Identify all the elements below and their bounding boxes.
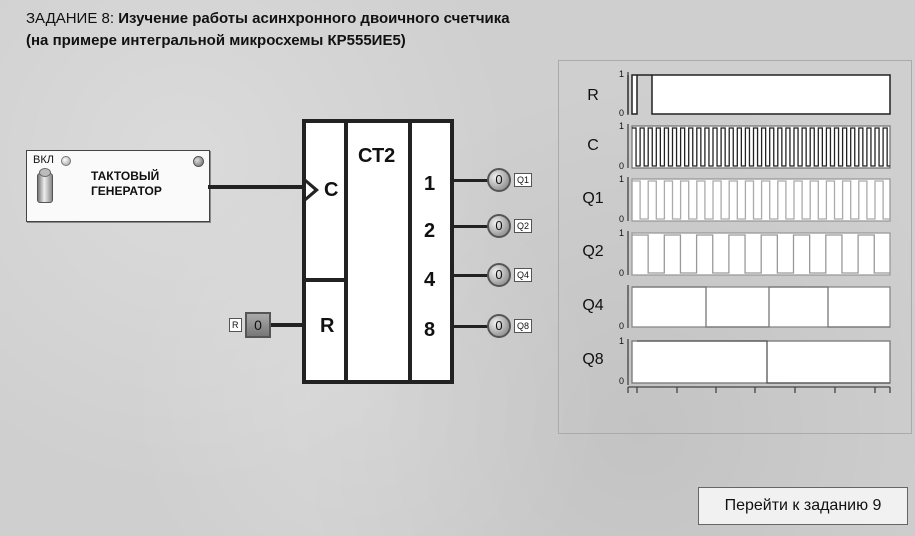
timing-diagram-panel [558, 60, 912, 434]
reset-input-label: R [320, 315, 335, 337]
generator-name: ТАКТОВЫЙ ГЕНЕРАТОР [91, 169, 191, 199]
axis-q4-low: 0 [618, 321, 624, 331]
chip-output-column [408, 123, 450, 380]
weight-label-4: 4 [424, 269, 436, 291]
output-q2: 0 Q2 [487, 214, 533, 238]
output-q1: 0 Q1 [487, 168, 533, 192]
weight-label-8: 8 [424, 319, 436, 341]
output-wire-4 [454, 274, 488, 277]
chip-input-separator [306, 278, 348, 282]
weight-label-2: 2 [424, 220, 436, 242]
output-lamp-q8: 0 [487, 314, 511, 338]
output-tag-q4: Q4 [514, 268, 533, 282]
next-task-button[interactable]: Перейти к заданию 9 [698, 487, 908, 525]
axis-q2-low: 0 [618, 268, 624, 278]
status-led-icon [193, 156, 204, 167]
power-label: ВКЛ [33, 154, 54, 166]
reset-button[interactable]: 0 [245, 312, 271, 338]
axis-c-high: 1 [618, 121, 624, 131]
generator-name-line-2: ГЕНЕРАТОР [91, 184, 162, 198]
generator-name-line-1: ТАКТОВЫЙ [91, 169, 160, 183]
timing-label-c: C [587, 137, 599, 154]
output-lamp-q2: 0 [487, 214, 511, 238]
clock-generator-panel: ВКЛ ТАКТОВЫЙ ГЕНЕРАТОР [26, 150, 210, 222]
output-wire-1 [454, 179, 488, 182]
output-q4: 0 Q4 [487, 263, 533, 287]
output-wire-8 [454, 325, 488, 328]
power-led-icon [61, 156, 71, 166]
counter-chip: C R СТ2 1 2 4 8 [302, 119, 454, 384]
axis-q2-high: 1 [618, 228, 624, 238]
clock-input-triangle-icon [306, 179, 319, 201]
axis-q1-low: 0 [618, 214, 624, 224]
page-title: ЗАДАНИЕ 8: Изучение работы асинхронного … [26, 8, 510, 52]
task-number: ЗАДАНИЕ 8: [26, 10, 115, 27]
output-tag-q2: Q2 [514, 219, 533, 233]
weight-label-1: 1 [424, 173, 436, 195]
output-tag-q1: Q1 [514, 173, 533, 187]
clock-input-label: C [324, 179, 339, 201]
output-tag-q8: Q8 [514, 319, 533, 333]
axis-r-low: 0 [618, 108, 624, 118]
axis-c-low: 0 [618, 161, 624, 171]
output-q8: 0 Q8 [487, 314, 533, 338]
axis-q1-high: 1 [618, 174, 624, 184]
timing-label-q4: Q4 [582, 297, 604, 314]
timing-label-q8: Q8 [582, 351, 604, 368]
chip-title: СТ2 [358, 145, 396, 167]
timing-label-q1: Q1 [582, 190, 604, 207]
axis-r-high: 1 [618, 69, 624, 79]
output-lamp-q4: 0 [487, 263, 511, 287]
reset-wire [270, 323, 306, 327]
power-toggle-switch[interactable] [37, 168, 53, 203]
chip-input-column [306, 123, 348, 380]
clock-wire [208, 185, 306, 189]
reset-tag: R [229, 318, 242, 332]
output-wire-2 [454, 225, 488, 228]
timing-label-q2: Q2 [582, 243, 604, 260]
title-line-1: Изучение работы асинхронного двоичного с… [118, 10, 510, 27]
axis-q8-high: 1 [618, 336, 624, 346]
title-line-2: (на примере интегральной микросхемы КР55… [26, 32, 406, 49]
output-lamp-q1: 0 [487, 168, 511, 192]
timing-label-r: R [587, 87, 599, 104]
axis-q8-low: 0 [618, 376, 624, 386]
